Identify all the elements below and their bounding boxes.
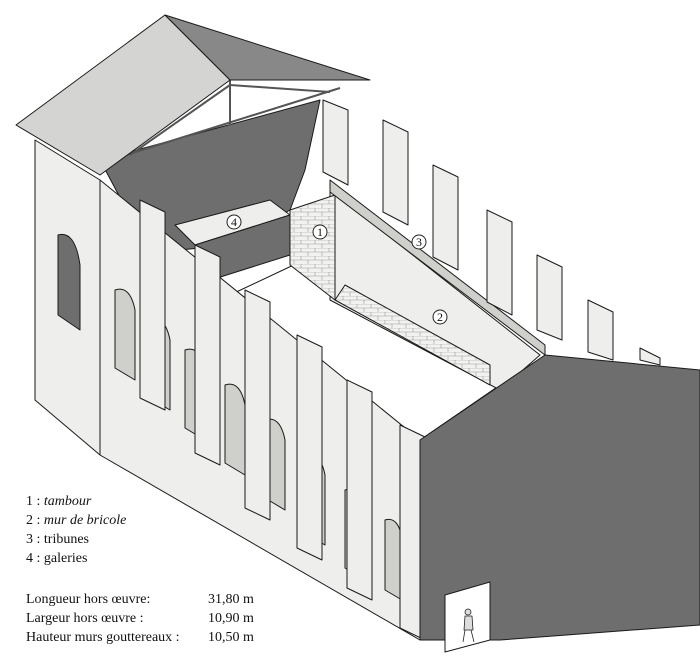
marker-2-mur-de-bricole: 2	[432, 309, 448, 325]
human-figure-scale	[462, 608, 475, 643]
roof-dark-slope	[164, 14, 371, 81]
dimension-value: 31,80 m	[208, 592, 254, 607]
dimensions-table: Longueur hors œuvre: 31,80 m Largeur hor…	[26, 590, 276, 647]
legend: 1 : tambour 2 : mur de bricole 3 : tribu…	[26, 492, 126, 568]
dimension-label: Largeur hors œuvre :	[26, 611, 144, 626]
west-gable-arch	[57, 233, 81, 331]
legend-number: 3	[26, 532, 33, 547]
svg-text:1: 1	[317, 225, 323, 239]
dimension-height: Hauteur murs gouttereaux : 10,50 m	[26, 628, 276, 647]
dimension-value: 10,50 m	[208, 630, 254, 645]
east-gable-wall	[419, 354, 700, 641]
legend-item-tribunes: 3 : tribunes	[26, 530, 126, 549]
svg-text:4: 4	[231, 215, 237, 229]
legend-term: tribunes	[43, 532, 89, 547]
legend-item-galeries: 4 : galeries	[26, 549, 126, 568]
marker-4-galeries: 4	[226, 214, 242, 230]
svg-text:2: 2	[437, 310, 443, 324]
dimension-length: Longueur hors œuvre: 31,80 m	[26, 590, 276, 609]
north-buttresses	[322, 99, 661, 366]
legend-term: galeries	[43, 551, 88, 566]
legend-separator: :	[33, 551, 44, 566]
legend-item-tambour: 1 : tambour	[26, 492, 126, 511]
roof-truss	[109, 80, 341, 161]
legend-number: 2	[26, 513, 33, 528]
dimension-label: Longueur hors œuvre:	[26, 592, 151, 607]
legend-term: tambour	[43, 494, 92, 509]
dimension-value: 10,90 m	[208, 611, 254, 626]
marker-3-tribunes: 3	[411, 234, 427, 250]
legend-number: 1	[26, 494, 33, 509]
svg-text:3: 3	[416, 235, 422, 249]
legend-number: 4	[26, 551, 33, 566]
legend-separator: :	[33, 513, 44, 528]
dimension-label: Hauteur murs gouttereaux :	[26, 630, 180, 645]
south-buttresses	[139, 199, 426, 641]
legend-item-mur-de-bricole: 2 : mur de bricole	[26, 511, 126, 530]
bricole-masonry-base	[334, 284, 491, 386]
dimension-width: Largeur hors œuvre : 10,90 m	[26, 609, 276, 628]
legend-term: mur de bricole	[43, 513, 127, 528]
marker-1-tambour: 1	[312, 224, 328, 240]
legend-separator: :	[33, 494, 44, 509]
legend-separator: :	[33, 532, 44, 547]
